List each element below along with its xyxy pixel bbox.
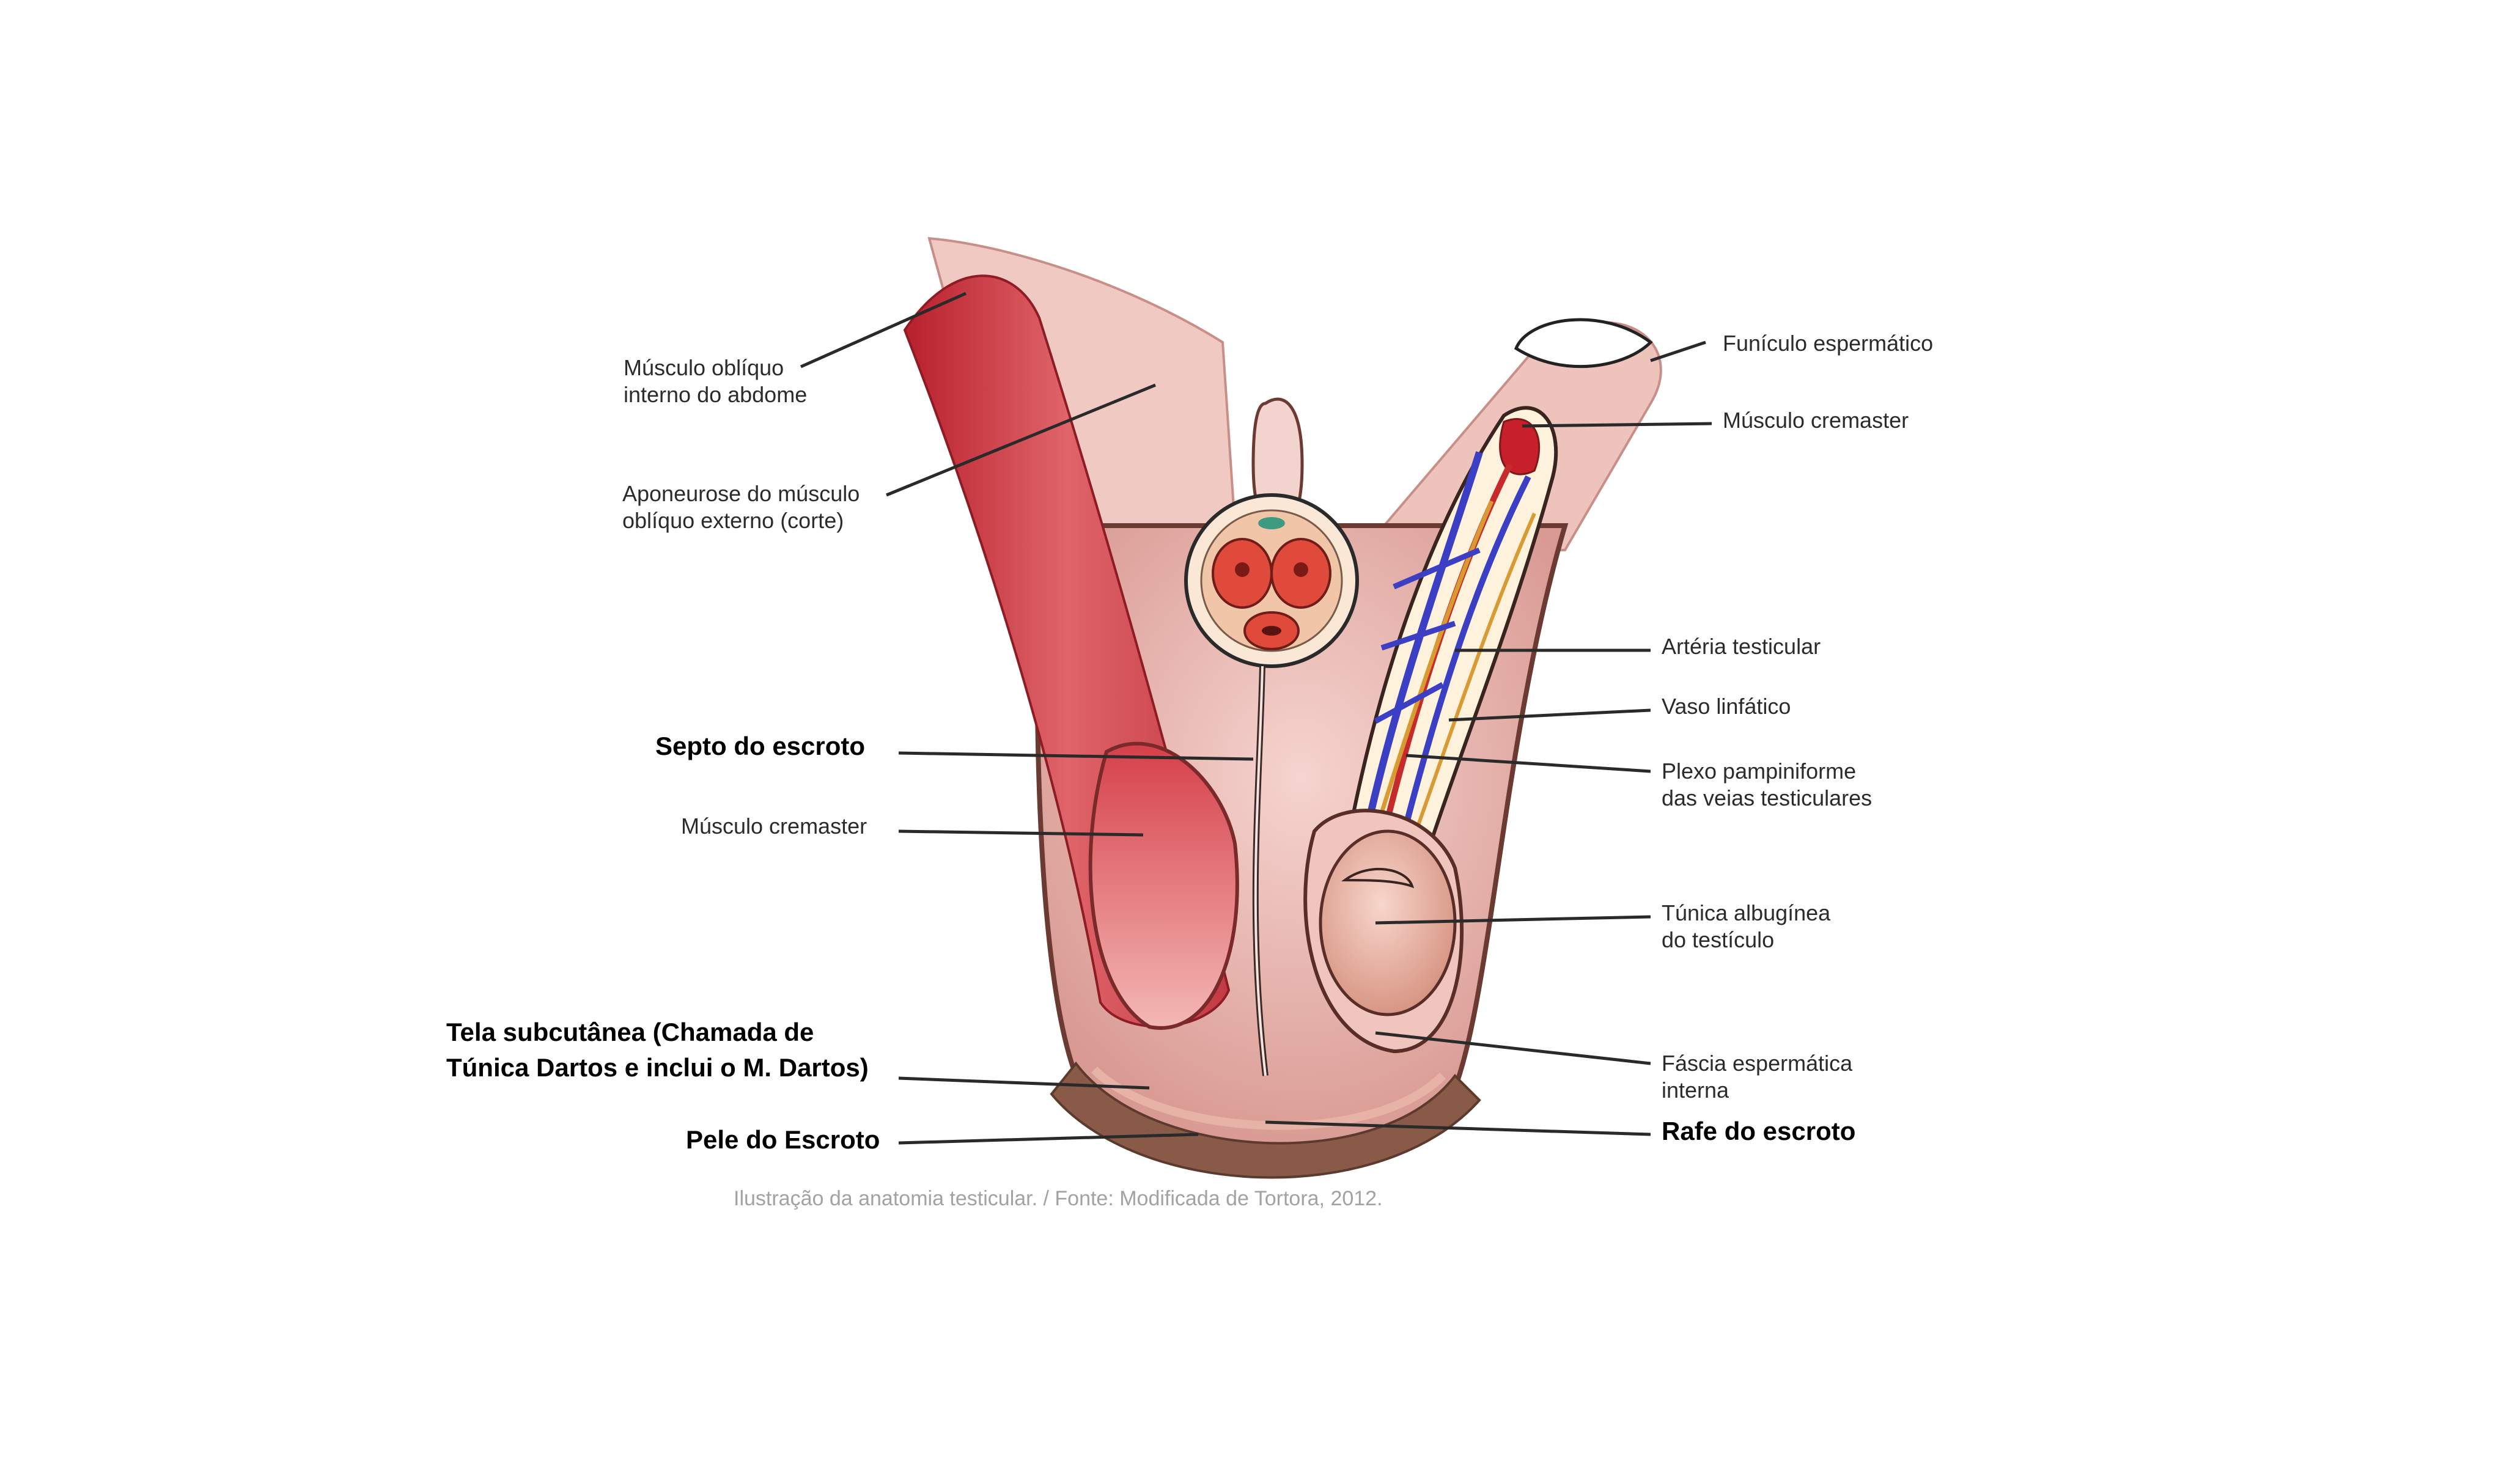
label-funiculo-espermatico: Funículo espermático xyxy=(1723,330,1933,357)
label-tunica-albuginea: Túnica albugínea do testículo xyxy=(1662,900,1830,953)
leader-funiculo xyxy=(1651,342,1706,361)
label-pele-do-escroto: Pele do Escroto xyxy=(686,1122,880,1158)
label-musculo-obliquo-interno: Músculo oblíquo interno do abdome xyxy=(624,354,807,408)
label-musculo-cremaster-right: Músculo cremaster xyxy=(1723,407,1909,434)
label-plexo-pampiniforme: Plexo pampiniforme das veias testiculare… xyxy=(1662,758,1872,812)
label-tela-subcutanea: Tela subcutânea (Chamada de Túnica Darto… xyxy=(446,1015,869,1085)
label-arteria-testicular: Artéria testicular xyxy=(1662,633,1821,660)
label-rafe-do-escroto: Rafe do escroto xyxy=(1662,1114,1855,1149)
label-septo-do-escroto: Septo do escroto xyxy=(655,729,865,764)
label-aponeurose: Aponeurose do músculo oblíquo externo (c… xyxy=(622,480,860,534)
label-musculo-cremaster-left: Músculo cremaster xyxy=(681,813,867,840)
figure-caption: Ilustração da anatomia testicular. / Fon… xyxy=(734,1187,1383,1211)
label-vaso-linfatico: Vaso linfático xyxy=(1662,693,1791,720)
label-fascia-espermatica: Fáscia espermática interna xyxy=(1662,1050,1852,1104)
